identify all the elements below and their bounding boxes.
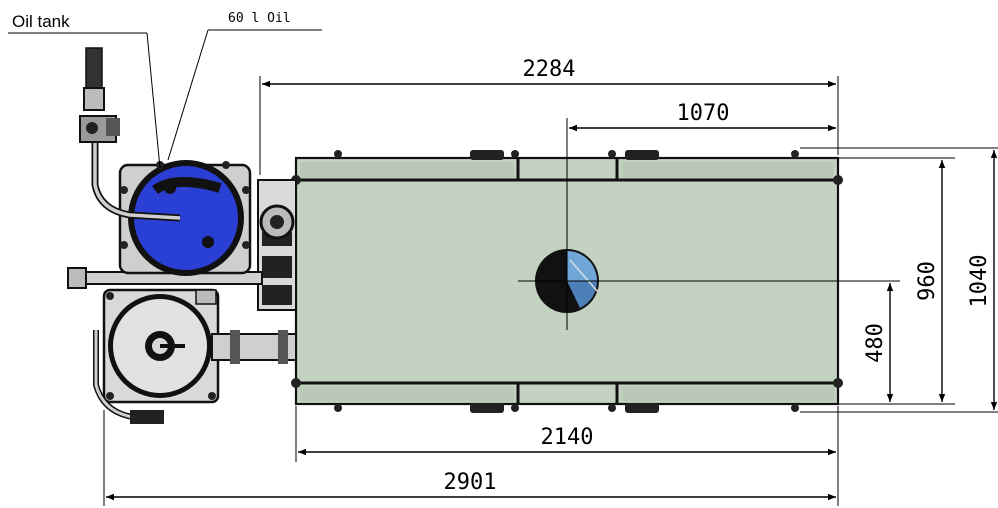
connection-plate xyxy=(257,179,297,311)
dim-outer-width: 1040 xyxy=(967,255,992,308)
dim-center-offset: 1070 xyxy=(677,101,730,126)
dim-overall-frame-length: 2284 xyxy=(523,57,576,82)
pump-outlet-pipe xyxy=(211,330,297,364)
dim-inner-width: 960 xyxy=(915,261,940,301)
dimension-2140: 2140 xyxy=(295,406,839,462)
tank-spec-label: 60 l Oil xyxy=(228,11,291,26)
frame-brackets xyxy=(291,150,843,413)
dim-body-length: 2140 xyxy=(541,425,594,450)
dimension-2284: 2284 xyxy=(259,57,839,175)
dim-overall-length: 2901 xyxy=(444,470,497,495)
oil-tank-label: Oil tank xyxy=(12,12,70,31)
hose-fitting xyxy=(130,410,164,424)
oil-tank xyxy=(118,160,252,276)
dim-half-width: 480 xyxy=(863,323,888,363)
dimension-2901: 2901 xyxy=(103,410,839,506)
pump-housing xyxy=(102,288,220,404)
valve-assembly xyxy=(79,47,120,143)
dimension-1070: 1070 xyxy=(566,101,836,330)
dimension-960: 960 xyxy=(838,157,955,405)
dimension-480: 480 xyxy=(863,283,894,402)
dimension-1040: 1040 xyxy=(800,147,998,413)
oil-tank-callout: Oil tank 60 l Oil xyxy=(8,11,322,169)
